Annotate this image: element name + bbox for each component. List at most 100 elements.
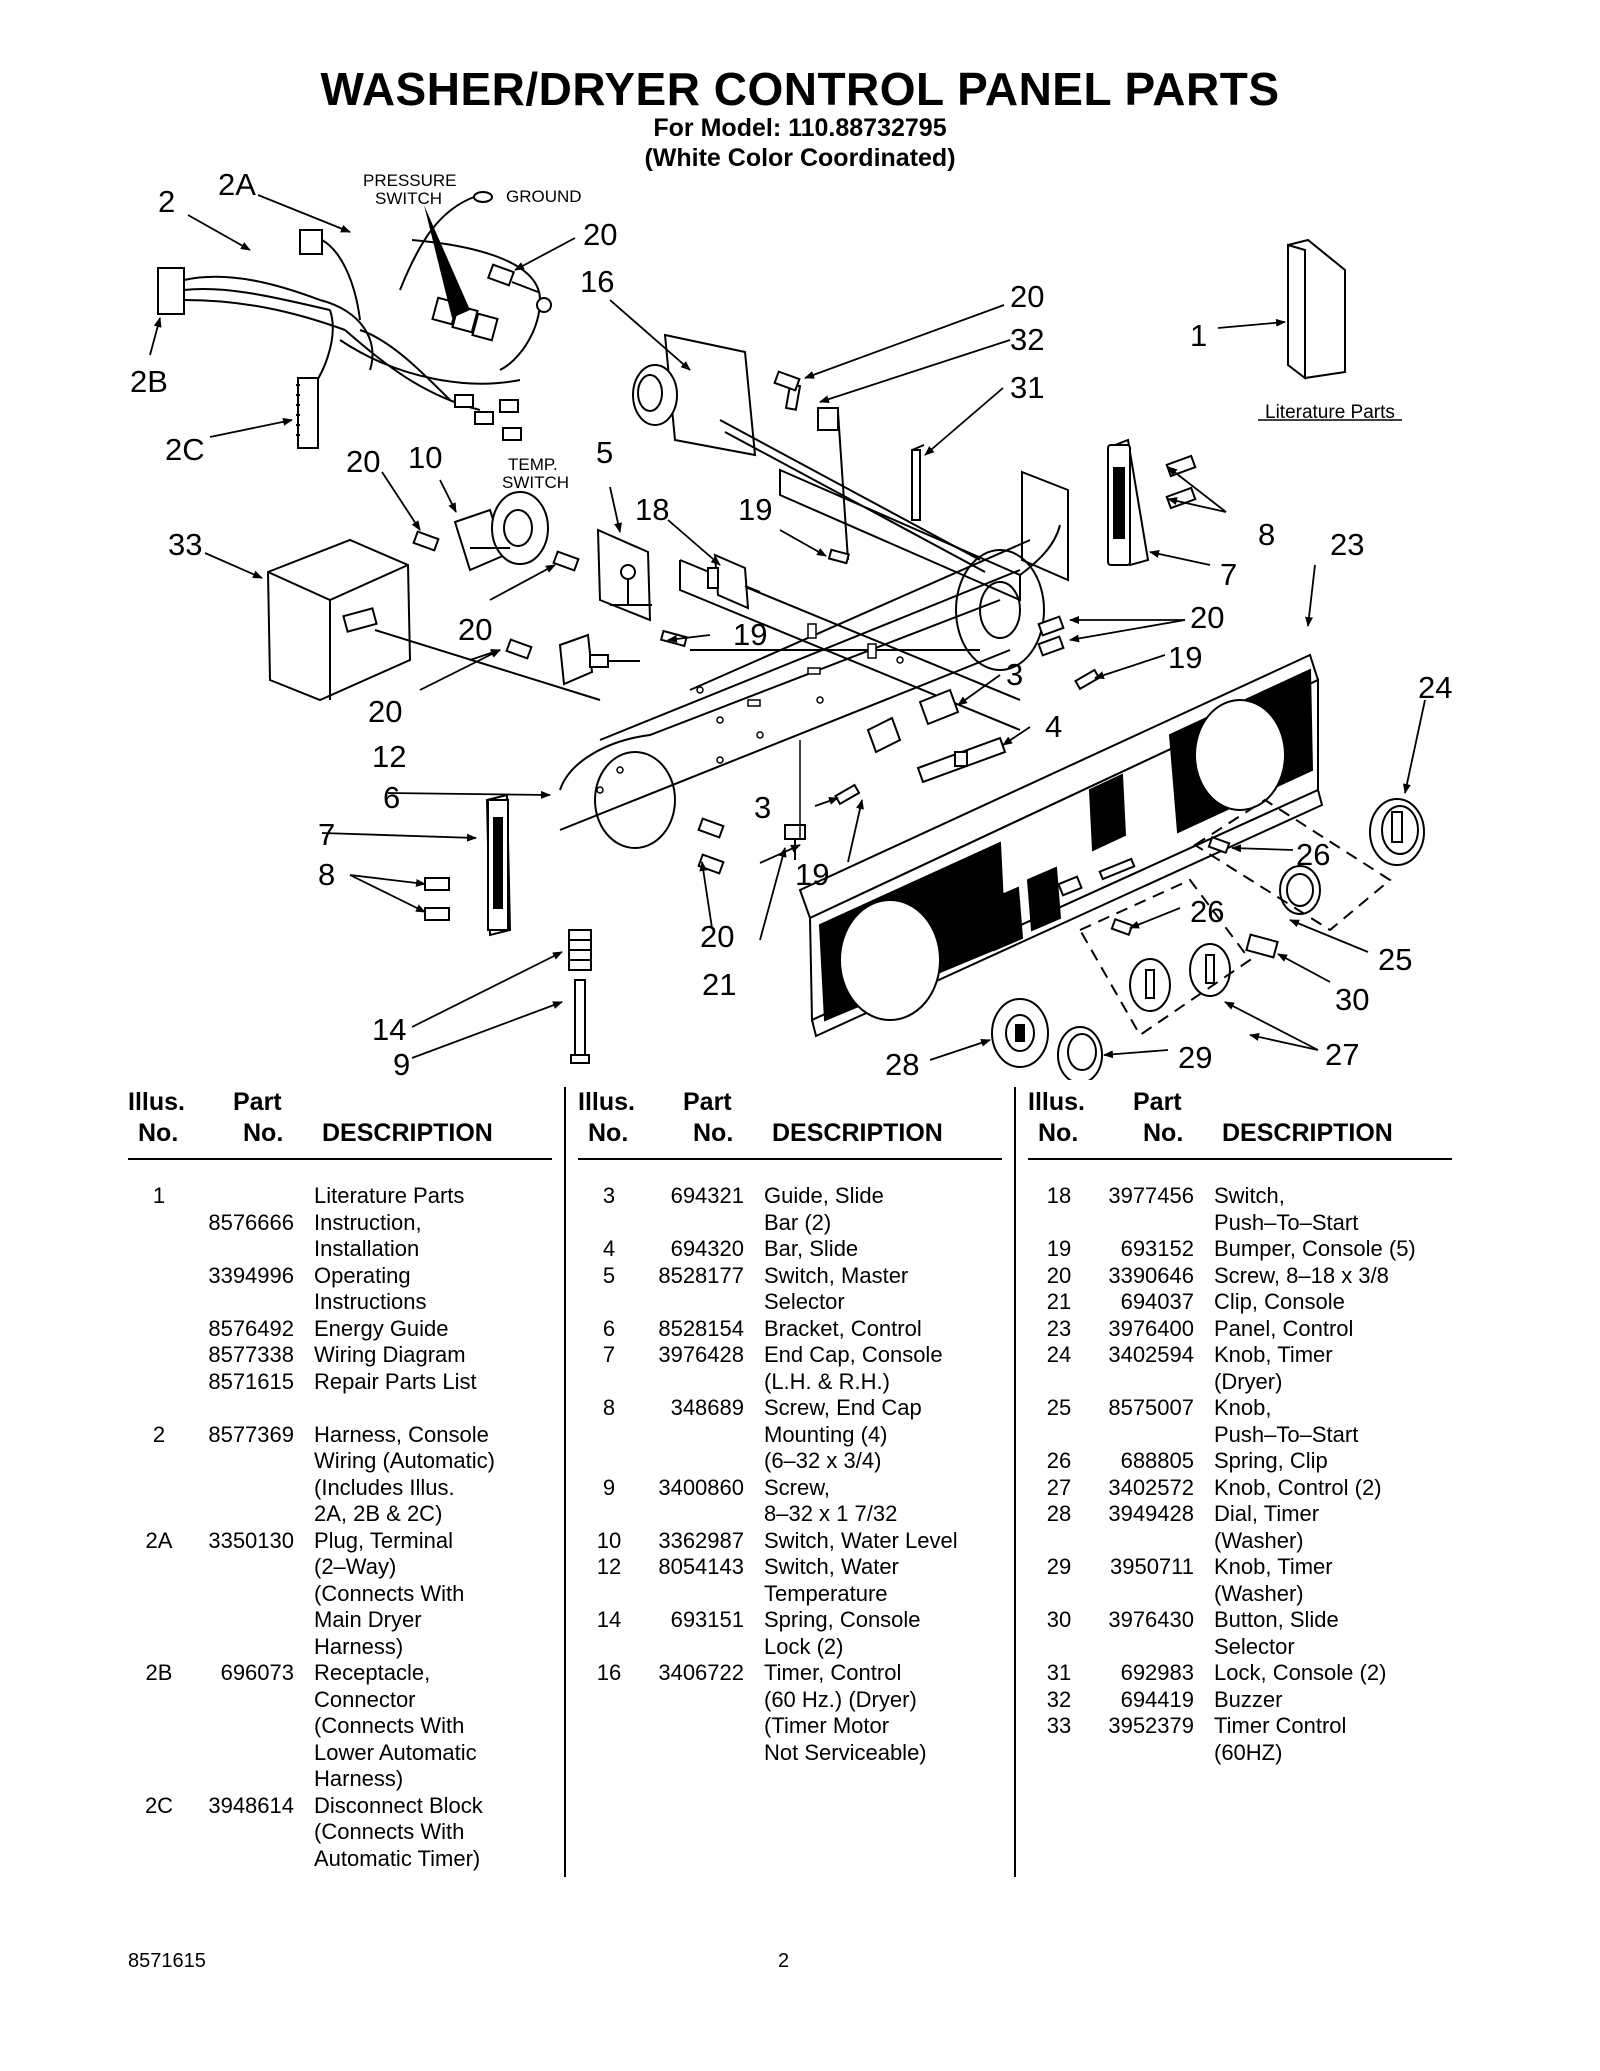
water-level-switch — [453, 491, 549, 572]
description: Plug, Terminal — [314, 1527, 453, 1553]
part-no: 688805 — [1120, 1448, 1194, 1473]
description: Screw, 8–18 x 3/8 — [1214, 1262, 1389, 1288]
callout: 2 — [158, 184, 175, 219]
callout: 24 — [1418, 670, 1452, 705]
callout: 16 — [580, 264, 614, 299]
part-no: 3402594 — [1108, 1342, 1194, 1367]
control-knob — [1129, 943, 1231, 1012]
table-row: Main Dryer — [124, 1607, 554, 1634]
callout: 32 — [1010, 322, 1044, 357]
column-divider — [564, 1087, 566, 1877]
illus-no: 2 — [152, 1421, 166, 1447]
description: Bumper, Console (5) — [1214, 1236, 1416, 1261]
callout: 19 — [795, 857, 829, 892]
description: (60 Hz.) (Dryer) — [764, 1686, 917, 1712]
description: Switch, Water — [764, 1554, 899, 1579]
part-no: 693151 — [670, 1607, 744, 1632]
illus-no: 6 — [602, 1315, 616, 1341]
illus-no: 9 — [602, 1474, 616, 1500]
callout: 3 — [754, 790, 771, 825]
callout: 5 — [596, 435, 613, 470]
part-no: 8576666 — [208, 1209, 294, 1235]
part-no: 8528154 — [658, 1315, 744, 1341]
column-divider — [1014, 1087, 1016, 1877]
table-row: (6–32 x 3/4) — [574, 1448, 1004, 1475]
callout: 20 — [1190, 600, 1224, 635]
table-row: 6 8528154 Bracket, Control — [574, 1316, 1004, 1343]
callout: 19 — [733, 617, 767, 652]
slide-guide — [866, 688, 960, 754]
literature-booklet — [1258, 238, 1402, 421]
color-line: (White Color Coordinated) — [644, 144, 956, 172]
part-no: 692983 — [1120, 1660, 1194, 1685]
part-no: 348689 — [670, 1395, 744, 1420]
description: Instruction, — [314, 1209, 422, 1235]
description: Switch, Master — [764, 1262, 909, 1288]
illus-no: 26 — [1046, 1448, 1072, 1473]
control-bracket-frame — [559, 468, 1069, 849]
illus-no: 23 — [1046, 1315, 1072, 1341]
table-row: (Dryer) — [1024, 1369, 1464, 1396]
illus-no: 16 — [596, 1660, 622, 1685]
washer-timer-dial — [991, 998, 1049, 1068]
console-lock — [911, 444, 925, 521]
description: Wiring (Automatic) — [314, 1448, 495, 1473]
part-no: 3390646 — [1108, 1262, 1194, 1288]
part-no: 3400860 — [658, 1474, 744, 1500]
description: Main Dryer — [314, 1607, 422, 1632]
part-no: 3350130 — [208, 1527, 294, 1553]
console-bumper-icon — [659, 548, 1101, 806]
part-no: 3406722 — [658, 1660, 744, 1685]
callout: 2C — [165, 432, 205, 467]
end-cap-left — [485, 793, 512, 937]
callout: 21 — [702, 967, 736, 1002]
callout: 29 — [1178, 1040, 1212, 1075]
screw-icon — [486, 263, 552, 313]
illus-no: 33 — [1046, 1713, 1072, 1738]
table-row: (Connects With — [124, 1713, 554, 1740]
illus-no: 10 — [596, 1527, 622, 1553]
illus-no: 2B — [145, 1660, 173, 1685]
illus-no: 5 — [602, 1262, 616, 1288]
description: Guide, Slide — [764, 1183, 884, 1208]
description: Instructions — [314, 1289, 427, 1314]
table-row: Bar (2) — [574, 1210, 1004, 1237]
description: Switch, Water Level — [764, 1527, 958, 1553]
callout: 33 — [168, 527, 202, 562]
table-row: (60HZ) — [1024, 1740, 1464, 1767]
description: Bracket, Control — [764, 1315, 922, 1341]
control-panel — [798, 653, 1324, 1038]
table-row: (2–Way) — [124, 1554, 554, 1581]
part-no: 3394996 — [208, 1262, 294, 1288]
screw-icon — [424, 877, 450, 921]
illus-no: 2C — [144, 1792, 174, 1818]
water-temperature-switch — [558, 633, 640, 686]
slide-selector-button — [1245, 933, 1279, 959]
callout: 28 — [885, 1047, 919, 1080]
part-no: 3977456 — [1108, 1183, 1194, 1208]
part-no: 3362987 — [658, 1527, 744, 1553]
illus-no: 31 — [1046, 1660, 1072, 1685]
illus-no: 20 — [1046, 1262, 1072, 1288]
callout: 20 — [458, 612, 492, 647]
callout-leaders — [149, 194, 1426, 1061]
annotation: TEMP. — [508, 455, 558, 474]
header-illus: Illus.No. — [578, 1088, 635, 1147]
callout: 20 — [368, 694, 402, 729]
table-row: (Washer) — [1024, 1581, 1464, 1608]
callout: 20 — [700, 919, 734, 954]
header-rule — [1028, 1158, 1452, 1160]
description: 2A, 2B & 2C) — [314, 1501, 443, 1526]
table-row: (Connects With — [124, 1581, 554, 1608]
